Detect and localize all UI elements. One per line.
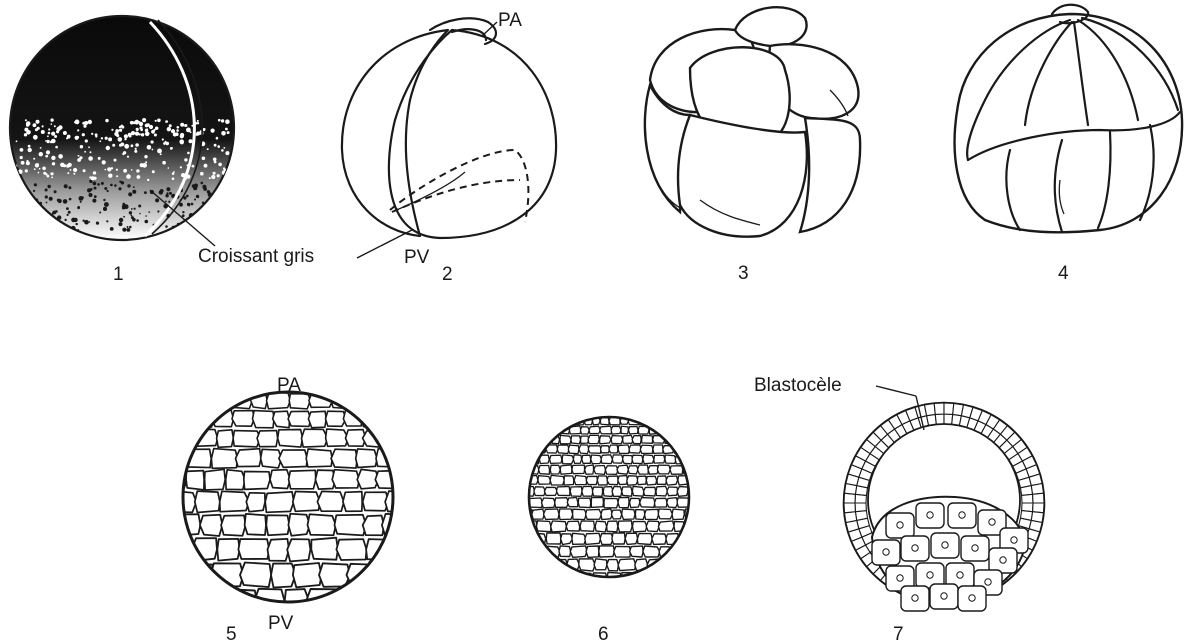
label-croissant-gris: Croissant gris — [198, 246, 314, 267]
label-pv-fig5: PV — [268, 613, 294, 634]
dashed-crescent — [390, 150, 528, 222]
blastocele-pointer — [876, 386, 916, 396]
figure-2-two-cell — [342, 18, 556, 258]
cell-mosaic — [161, 392, 418, 615]
label-pa-top: PA — [498, 10, 522, 31]
cell-mosaic — [518, 417, 700, 585]
figure-number: 2 — [442, 264, 453, 285]
figure-3-eight-cell — [645, 7, 860, 236]
yolk-cells — [872, 503, 1028, 611]
figure-6-blastula-surface — [518, 417, 700, 585]
blastomere — [678, 115, 807, 237]
figure-number: 1 — [113, 264, 124, 285]
figure-4-sixteen-cell — [955, 5, 1182, 233]
figure-1-egg — [10, 16, 234, 246]
blastomere — [800, 118, 860, 232]
figure-7-blastula-section — [844, 386, 1044, 611]
label-pv-fig2: PV — [404, 247, 430, 268]
figure-number: 3 — [738, 263, 749, 284]
figure-number: 5 — [226, 624, 237, 644]
figure-number: 6 — [598, 624, 609, 644]
figure-5-morula — [161, 392, 418, 615]
label-pa-fig5: PA — [277, 375, 301, 396]
label-blastocele: Blastocèle — [754, 375, 842, 396]
figure-number: 4 — [1058, 263, 1069, 284]
figure-number: 7 — [893, 624, 904, 644]
blastomere — [735, 7, 807, 46]
